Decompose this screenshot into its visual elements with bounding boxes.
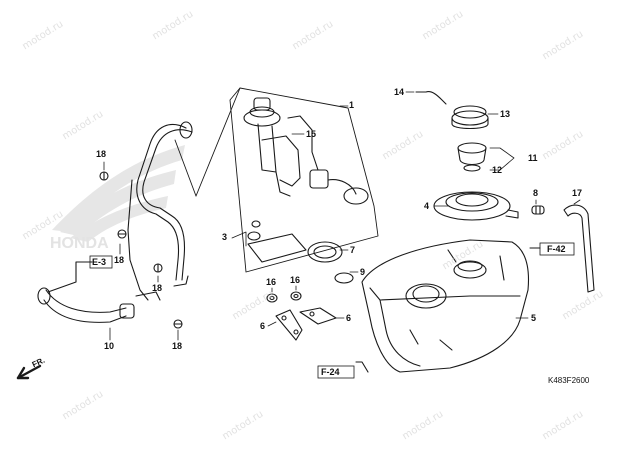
ref-f24-label: F-24 <box>321 367 340 377</box>
callout-10: 10 <box>104 341 115 351</box>
bolt-18c <box>153 263 163 273</box>
ref-e3-leader <box>47 261 93 293</box>
callout-8: 8 <box>533 188 539 198</box>
fuel-tank <box>361 239 530 373</box>
filler-collar <box>457 142 487 172</box>
honda-wing-logo: HONDA <box>50 145 185 252</box>
bracket-6a <box>275 309 303 341</box>
callout-6a: 6 <box>260 321 266 331</box>
bracket-6b <box>299 307 337 325</box>
ref-e3-box <box>89 255 113 269</box>
washer-16b <box>290 291 302 301</box>
o-ring <box>334 272 354 284</box>
callout-9: 9 <box>360 267 366 277</box>
pump-packing <box>307 241 343 263</box>
pump-base-plate <box>247 220 307 263</box>
vent-hose <box>127 121 193 301</box>
callout-6b: 6 <box>346 313 352 323</box>
ref-f42-label: F-42 <box>547 244 566 254</box>
drain-tube <box>563 204 595 293</box>
front-arrow <box>16 364 42 380</box>
callout-12: 12 <box>492 165 503 175</box>
bolt-18d <box>173 319 183 329</box>
callout-1: 1 <box>349 100 355 110</box>
bolt-18b <box>117 229 127 239</box>
bolt-18a <box>99 171 109 181</box>
washer-16a <box>266 293 278 303</box>
callout-5: 5 <box>531 313 537 323</box>
ref-e3-label: E-3 <box>92 257 107 267</box>
callout-18d: 18 <box>172 341 183 351</box>
leader-lines <box>103 91 581 341</box>
callout-11: 11 <box>528 153 538 163</box>
fuel-feed-hose <box>37 287 135 323</box>
breather-tube <box>415 91 447 105</box>
hose-clip <box>531 205 545 215</box>
ref-f24-box <box>317 365 355 379</box>
pump-assembly-bracket <box>229 87 379 273</box>
callout-16a: 16 <box>266 277 277 287</box>
ref-f24-leader <box>355 361 369 373</box>
callout-18a: 18 <box>96 149 107 159</box>
ref-f42-box <box>539 242 575 256</box>
drawing-code: K483F2600 <box>548 376 590 385</box>
callout-13: 13 <box>500 109 511 119</box>
callout-18b: 18 <box>114 255 125 265</box>
callout-3: 3 <box>222 232 228 242</box>
callout-16b: 16 <box>290 275 301 285</box>
callout-4: 4 <box>424 201 430 211</box>
callout-17: 17 <box>572 188 583 198</box>
svg-text:HONDA: HONDA <box>50 235 109 252</box>
fuel-pump-unit <box>243 97 301 197</box>
callout-15: 15 <box>306 129 317 139</box>
fuel-cap <box>451 105 489 130</box>
callout-14: 14 <box>394 87 405 97</box>
callout-7: 7 <box>350 245 356 255</box>
callout-18c: 18 <box>152 283 163 293</box>
fuel-level-sender <box>287 115 369 205</box>
